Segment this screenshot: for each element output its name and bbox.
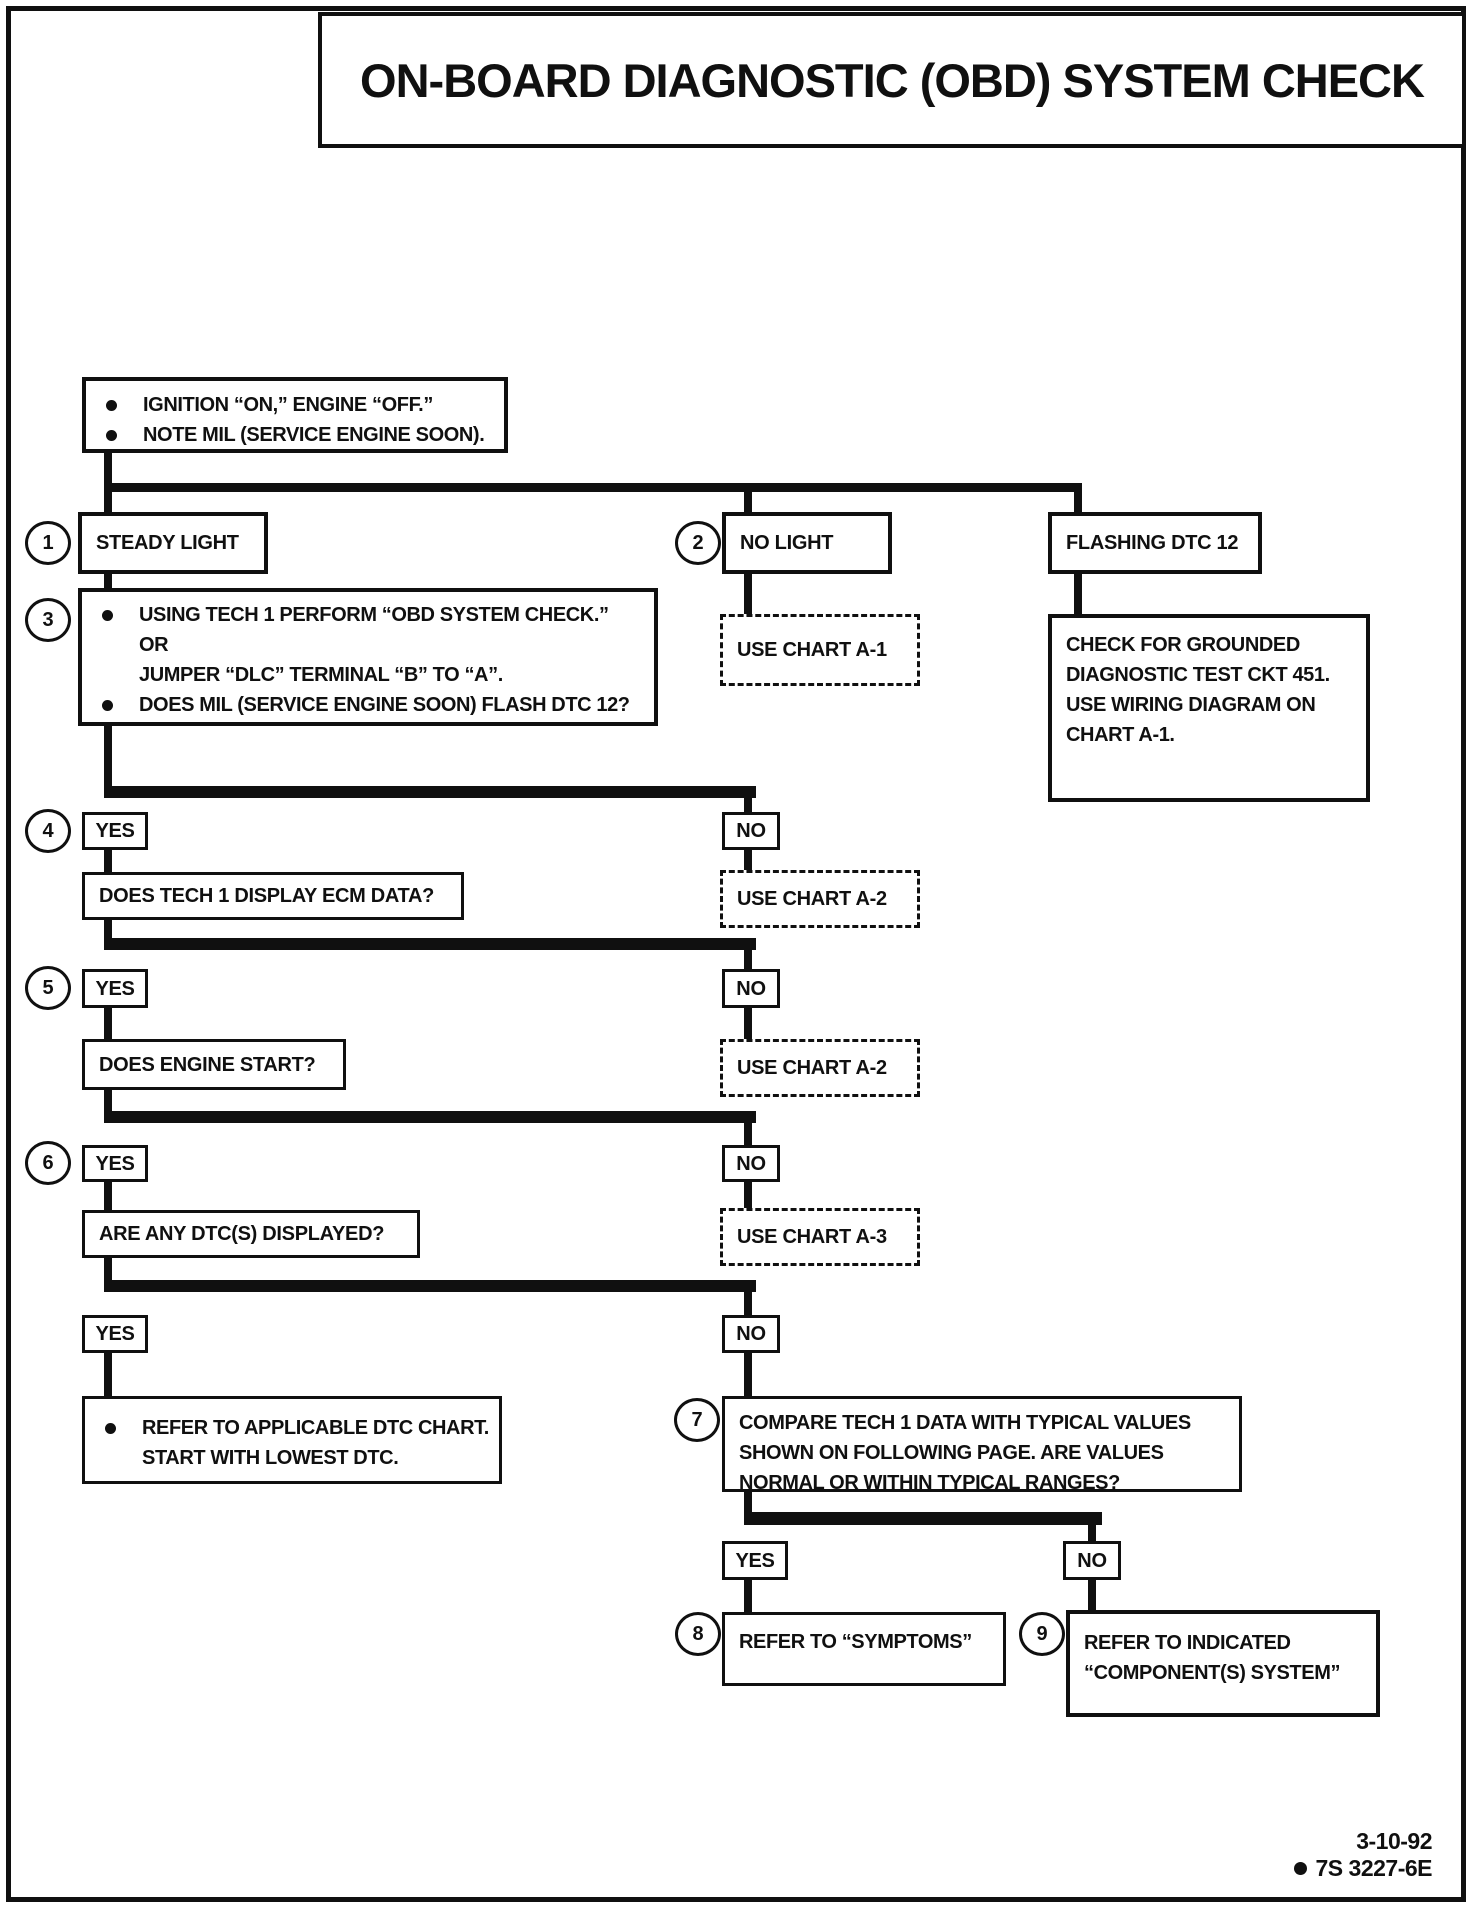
connector xyxy=(104,726,112,798)
step-7-line-2: SHOWN ON FOLLOWING PAGE. ARE VALUES xyxy=(739,1442,1164,1464)
refer-symptoms-box: REFER TO “SYMPTOMS” xyxy=(722,1612,1006,1686)
start-line-2: NOTE MIL (SERVICE ENGINE SOON). xyxy=(143,424,485,446)
bullet-icon xyxy=(1293,1862,1307,1875)
refer-symptoms-label: REFER TO “SYMPTOMS” xyxy=(739,1631,972,1653)
connector xyxy=(744,1008,752,1039)
refer-dtc-line-2: START WITH LOWEST DTC. xyxy=(142,1447,399,1469)
use-chart-a1-box: USE CHART A-1 xyxy=(720,614,920,686)
connector xyxy=(744,1512,1102,1525)
step-5-yes-box: YES xyxy=(82,969,148,1008)
step-7-yes-box: YES xyxy=(82,1315,148,1353)
connector xyxy=(104,1280,756,1292)
connector xyxy=(744,488,752,512)
connector xyxy=(744,1290,752,1315)
step-9-no-box: NO xyxy=(1063,1541,1121,1580)
connector xyxy=(104,453,112,512)
step-7-compare-box: COMPARE TECH 1 DATA WITH TYPICAL VALUES … xyxy=(722,1396,1242,1494)
flashing-dtc12-box: FLASHING DTC 12 xyxy=(1048,512,1262,574)
title-box: ON-BOARD DIAGNOSTIC (OBD) SYSTEM CHECK xyxy=(318,12,1466,148)
step-6-no-box: NO xyxy=(722,1145,780,1182)
step-4-badge: 4 xyxy=(25,809,71,853)
connector xyxy=(104,920,112,950)
connector xyxy=(744,1121,752,1145)
step-7-no-box: NO xyxy=(722,1315,780,1353)
step-3-box: USING TECH 1 PERFORM “OBD SYSTEM CHECK.”… xyxy=(78,588,658,726)
no-light-box: NO LIGHT xyxy=(722,512,892,574)
connector xyxy=(104,850,112,872)
step-3-line-1: USING TECH 1 PERFORM “OBD SYSTEM CHECK.” xyxy=(139,604,609,626)
step-7-badge: 7 xyxy=(674,1398,720,1442)
connector xyxy=(744,948,752,969)
connector xyxy=(104,786,756,798)
connector xyxy=(1088,1580,1096,1610)
connector xyxy=(104,574,112,588)
connector xyxy=(104,1090,112,1123)
bullet-icon xyxy=(106,399,117,411)
connector xyxy=(104,483,1082,492)
refer-component-line-2: “COMPONENT(S) SYSTEM” xyxy=(1084,1662,1341,1684)
step-6-question-box: ARE ANY DTC(S) DISPLAYED? xyxy=(82,1210,420,1258)
check-grounded-line-4: CHART A-1. xyxy=(1066,724,1175,746)
step-3-badge: 3 xyxy=(25,598,71,642)
bullet-icon xyxy=(102,699,113,711)
connector xyxy=(744,1182,752,1208)
refer-dtc-chart-box: REFER TO APPLICABLE DTC CHART. START WIT… xyxy=(82,1396,502,1484)
step-7-line-1: COMPARE TECH 1 DATA WITH TYPICAL VALUES xyxy=(739,1412,1191,1434)
step-7-line-3: NORMAL OR WITHIN TYPICAL RANGES? xyxy=(739,1472,1120,1494)
connector xyxy=(104,1111,756,1123)
step-4-question-box: DOES TECH 1 DISPLAY ECM DATA? xyxy=(82,872,464,920)
page-title: ON-BOARD DIAGNOSTIC (OBD) SYSTEM CHECK xyxy=(360,53,1425,107)
step-4-no-box: NO xyxy=(722,812,780,850)
connector xyxy=(1074,574,1082,614)
connector xyxy=(744,796,752,812)
connector xyxy=(744,574,752,614)
connector xyxy=(744,1580,752,1612)
bullet-icon xyxy=(105,1422,116,1434)
connector xyxy=(1088,1525,1096,1541)
step-9-badge: 9 xyxy=(1019,1612,1065,1656)
footer-doc-number: 7S 3227-6E xyxy=(1315,1855,1433,1881)
connector xyxy=(744,1492,752,1525)
start-line-1: IGNITION “ON,” ENGINE “OFF.” xyxy=(143,394,433,416)
step-8-yes-box: YES xyxy=(722,1541,788,1580)
connector xyxy=(104,1258,112,1292)
connector xyxy=(1074,488,1082,512)
check-grounded-line-1: CHECK FOR GROUNDED xyxy=(1066,634,1300,656)
bullet-icon xyxy=(102,609,113,621)
refer-component-box: REFER TO INDICATED “COMPONENT(S) SYSTEM” xyxy=(1066,1610,1380,1717)
start-box: IGNITION “ON,” ENGINE “OFF.” NOTE MIL (S… xyxy=(82,377,508,453)
connector xyxy=(104,1182,112,1210)
step-3-line-4: DOES MIL (SERVICE ENGINE SOON) FLASH DTC… xyxy=(139,694,630,716)
step-4-yes-box: YES xyxy=(82,812,148,850)
step-5-badge: 5 xyxy=(25,966,71,1010)
refer-component-line-1: REFER TO INDICATED xyxy=(1084,1632,1291,1654)
step-8-badge: 8 xyxy=(675,1612,721,1656)
footer: 3-10-92 7S 3227-6E xyxy=(1293,1828,1433,1882)
check-grounded-line-3: USE WIRING DIAGRAM ON xyxy=(1066,694,1316,716)
connector xyxy=(744,1353,752,1396)
use-chart-a3-box: USE CHART A-3 xyxy=(720,1208,920,1266)
step-3-line-3: JUMPER “DLC” TERMINAL “B” TO “A”. xyxy=(139,664,503,686)
page-border xyxy=(6,6,1466,1902)
step-6-yes-box: YES xyxy=(82,1145,148,1182)
refer-dtc-line-1: REFER TO APPLICABLE DTC CHART. xyxy=(142,1417,489,1439)
footer-date: 3-10-92 xyxy=(1356,1828,1432,1854)
steady-light-box: STEADY LIGHT xyxy=(78,512,268,574)
bullet-icon xyxy=(106,429,117,441)
step-5-no-box: NO xyxy=(722,969,780,1008)
use-chart-a2-box-2: USE CHART A-2 xyxy=(720,1039,920,1097)
step-6-badge: 6 xyxy=(25,1141,71,1185)
check-grounded-box: CHECK FOR GROUNDED DIAGNOSTIC TEST CKT 4… xyxy=(1048,614,1370,802)
connector xyxy=(104,1008,112,1039)
connector xyxy=(104,938,756,950)
connector xyxy=(104,1353,112,1396)
use-chart-a2-box: USE CHART A-2 xyxy=(720,870,920,928)
step-5-question-box: DOES ENGINE START? xyxy=(82,1039,346,1090)
check-grounded-line-2: DIAGNOSTIC TEST CKT 451. xyxy=(1066,664,1330,686)
step-1-badge: 1 xyxy=(25,521,71,565)
connector xyxy=(744,850,752,872)
step-2-badge: 2 xyxy=(675,521,721,565)
step-3-line-2: OR xyxy=(139,634,169,656)
